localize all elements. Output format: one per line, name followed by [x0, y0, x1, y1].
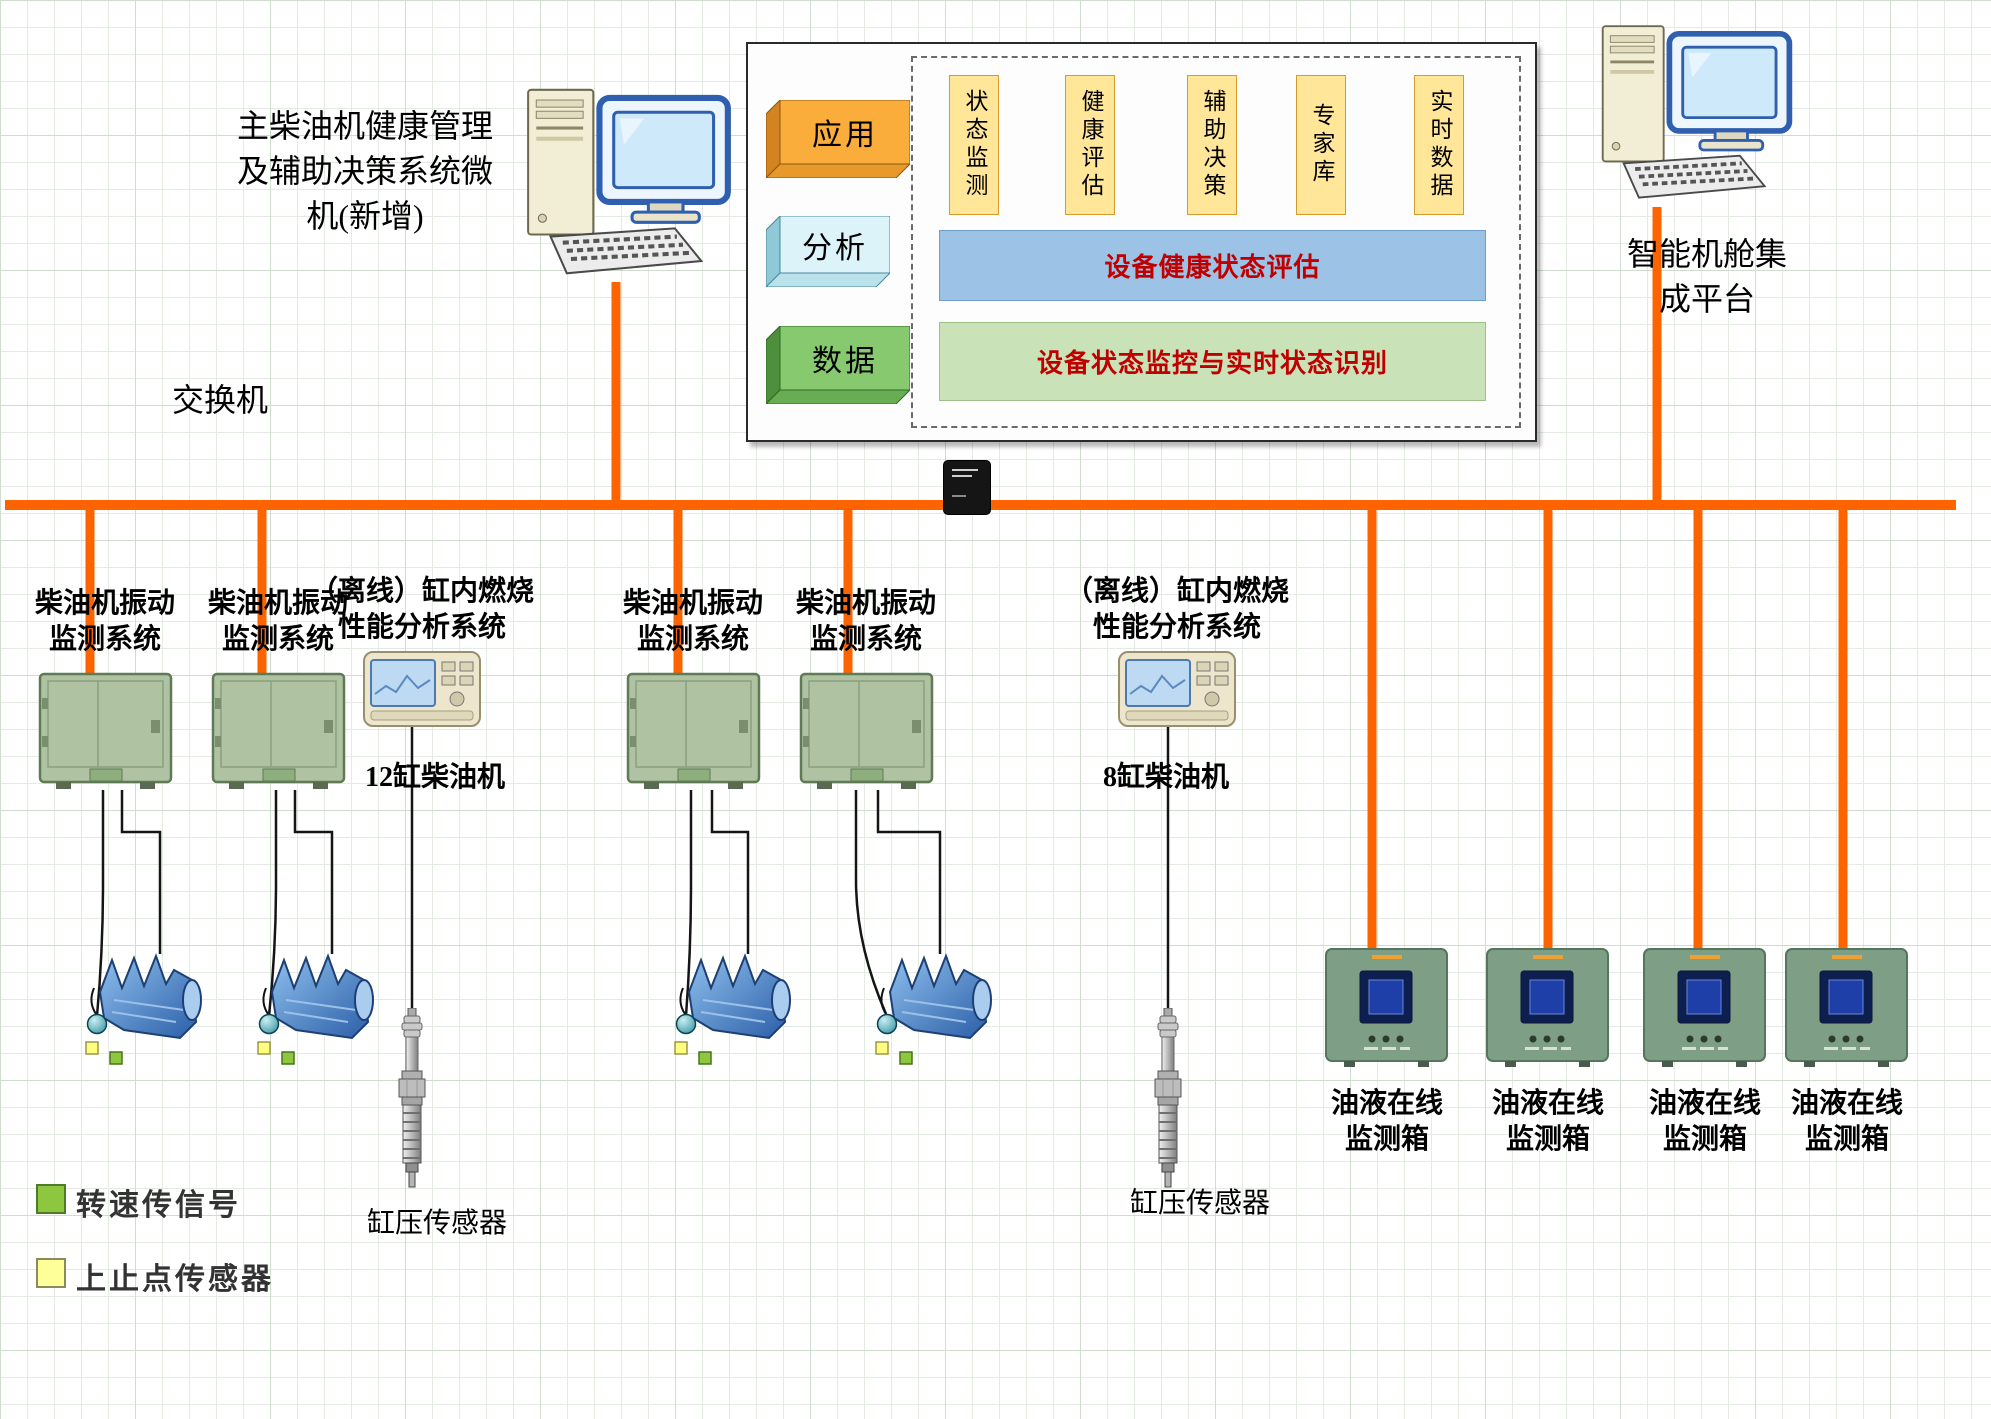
oil-monitor-icon [1643, 948, 1766, 1067]
layer-data-label: 数据 [812, 345, 878, 378]
cube-shape [766, 326, 910, 404]
health-pc-illustration [522, 77, 736, 282]
tdc-sensor-marker [674, 1041, 688, 1055]
vibration-monitor-device [38, 672, 173, 790]
oil-box-label: 油液在线 监测箱 [1330, 1088, 1443, 1156]
vibration-system-label: 柴油机振动 监测系统 [795, 588, 936, 656]
engine-12cyl-label: 12缸柴油机 [364, 762, 505, 793]
engine-sensor-assembly [864, 928, 999, 1068]
engine-sensor-assembly [246, 928, 381, 1068]
speed-sensor-marker [698, 1051, 712, 1065]
pressure-sensor-label: 缸压传感器 [1129, 1188, 1270, 1219]
engine-sensor-assembly [74, 928, 209, 1068]
computer-icon [1601, 25, 1793, 199]
oil-box-label: 油液在线 监测箱 [1790, 1088, 1903, 1156]
oil-monitor-icon [1785, 948, 1908, 1067]
pressure-sensor-device [392, 1008, 432, 1193]
engine-block-icon [875, 953, 992, 1065]
cabinet-icon [799, 672, 934, 789]
engine-block-icon [257, 953, 374, 1065]
layer-analysis-label: 分析 [802, 231, 868, 265]
engine-8cyl-label: 8缸柴油机 [1102, 762, 1229, 793]
layer-analysis: 分析 [766, 216, 890, 287]
combustion-analyzer-device [1117, 650, 1237, 728]
oil-box-label: 油液在线 监测箱 [1648, 1088, 1761, 1156]
tdc-sensor-marker [85, 1041, 99, 1055]
oil-monitor-icon [1325, 948, 1448, 1067]
layer-application: 应用 [766, 100, 910, 178]
engine-sensor-assembly [663, 928, 798, 1068]
spark-plug-icon [1154, 1008, 1182, 1188]
combustion-system-label: （离线）缸内燃烧 性能分析系统 [309, 576, 534, 644]
vibration-monitor-device [799, 672, 934, 790]
computer-icon [527, 88, 731, 275]
speed-sensor-marker [109, 1051, 123, 1065]
platform-label: 智能机舱集 成平台 [1626, 236, 1787, 317]
architecture-panel: 应用 分析 数据 状态监测 健康评估 辅助决策 专家库 实时数据 设备健康状态评… [746, 42, 1537, 442]
vibration-system-label: 柴油机振动 监测系统 [34, 588, 175, 656]
combustion-system-label: （离线）缸内燃烧 性能分析系统 [1064, 576, 1289, 644]
oil-box-label: 油液在线 监测箱 [1491, 1088, 1604, 1156]
module-status-monitoring: 状态监测 [949, 75, 999, 215]
speed-sensor-marker [281, 1051, 295, 1065]
cube-shape [766, 216, 890, 287]
oil-monitor-icon [1486, 948, 1609, 1067]
oil-monitor-device [1485, 947, 1610, 1069]
monitoring-bar: 设备状态监控与实时状态识别 [939, 322, 1486, 401]
cabinet-icon [626, 672, 761, 789]
engine-block-icon [85, 953, 202, 1065]
combustion-analyzer-device [362, 650, 482, 728]
tdc-sensor-marker [257, 1041, 271, 1055]
cube-shape [766, 100, 910, 178]
pressure-sensor-label: 缸压传感器 [366, 1208, 507, 1239]
cabinet-icon [38, 672, 173, 789]
cabinet-icon [211, 672, 346, 789]
vibration-monitor-device [626, 672, 761, 790]
layer-application-label: 应用 [812, 119, 878, 152]
module-realtime-data: 实时数据 [1414, 75, 1464, 215]
pressure-sensor-device [1148, 1008, 1188, 1193]
module-health-assessment: 健康评估 [1065, 75, 1115, 215]
handheld-icon [1118, 651, 1236, 727]
oil-monitor-device [1324, 947, 1449, 1069]
module-expert-library: 专家库 [1296, 75, 1346, 215]
oil-monitor-device [1642, 947, 1767, 1069]
network-converter-device [943, 460, 991, 515]
legend-tdc-label: 上止点传感器 [76, 1263, 274, 1296]
switch-label: 交换机 [171, 382, 268, 418]
engine-block-icon [674, 953, 791, 1065]
spark-plug-icon [398, 1008, 426, 1188]
legend-tdc-swatch [36, 1258, 66, 1288]
layer-data: 数据 [766, 326, 910, 404]
handheld-icon [363, 651, 481, 727]
assessment-bar: 设备健康状态评估 [939, 230, 1486, 301]
legend-speed-label: 转速传信号 [76, 1189, 241, 1222]
oil-monitor-device [1784, 947, 1909, 1069]
speed-sensor-marker [899, 1051, 913, 1065]
tdc-sensor-marker [875, 1041, 889, 1055]
modules-dashed-frame [911, 56, 1521, 428]
vibration-system-label: 柴油机振动 监测系统 [622, 588, 763, 656]
vibration-monitor-device [211, 672, 346, 790]
health-pc-label: 主柴油机健康管理 及辅助决策系统微 机(新增) [236, 108, 493, 234]
module-auxiliary-decision: 辅助决策 [1187, 75, 1237, 215]
platform-pc-illustration [1597, 12, 1797, 208]
vibration-system-label: 柴油机振动 监测系统 [207, 588, 348, 656]
legend-speed-swatch [36, 1184, 66, 1214]
